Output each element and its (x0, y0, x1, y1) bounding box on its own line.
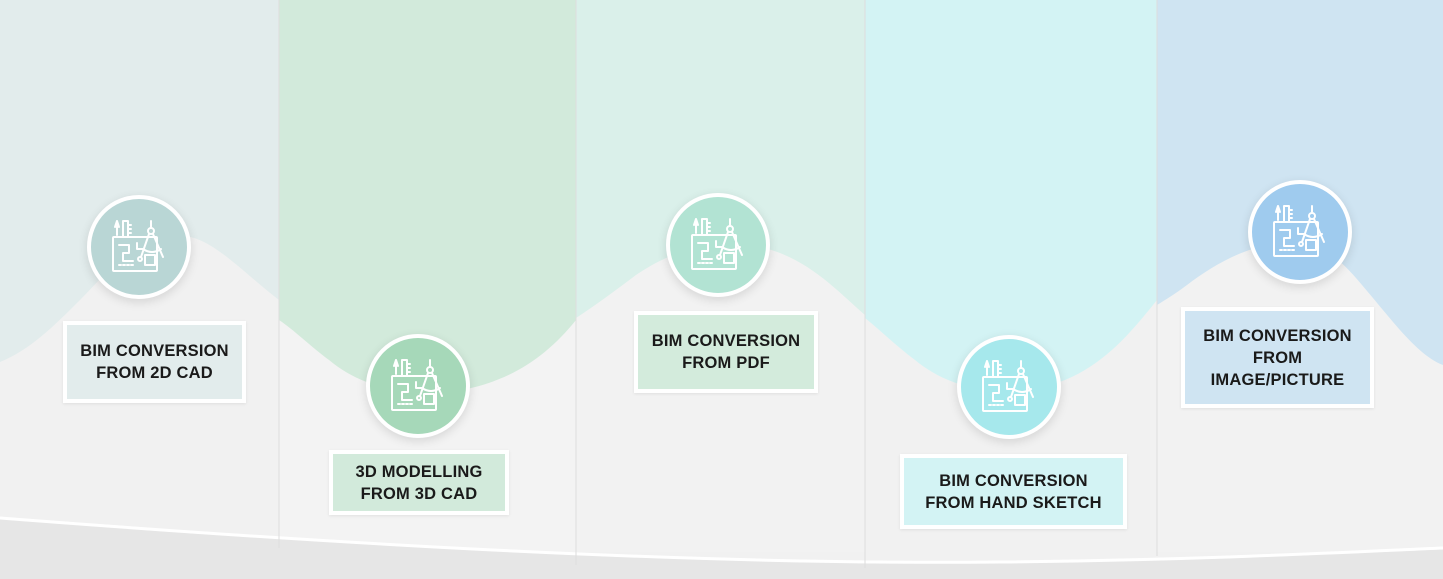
icon-circle-3 (666, 193, 770, 297)
label-text: 3D MODELLING FROM 3D CAD (355, 462, 483, 503)
drafting-tools-icon (691, 218, 743, 270)
label-text: BIM CONVERSION FROM IMAGE/PICTURE (1203, 326, 1352, 389)
drafting-tools-icon (391, 359, 443, 411)
label-text: BIM CONVERSION FROM 2D CAD (80, 342, 229, 382)
panel-background (0, 0, 279, 552)
panel-bim-from-pdf (576, 0, 865, 552)
label-bim-from-image: BIM CONVERSION FROM IMAGE/PICTURE (1181, 307, 1374, 408)
label-bim-from-hand-sketch: BIM CONVERSION FROM HAND SKETCH (900, 454, 1127, 529)
icon-circle-5 (1248, 180, 1352, 284)
label-text: BIM CONVERSION FROM HAND SKETCH (925, 471, 1102, 512)
icon-circle-2 (366, 334, 470, 438)
icon-circle-1 (87, 195, 191, 299)
label-3d-modelling-from-3d-cad: 3D MODELLING FROM 3D CAD (329, 450, 509, 515)
label-bim-from-2d-cad: BIM CONVERSION FROM 2D CAD (63, 321, 246, 403)
icon-circle-4 (957, 335, 1061, 439)
label-text: BIM CONVERSION FROM PDF (651, 332, 801, 372)
drafting-tools-icon (1273, 205, 1325, 257)
drafting-tools-icon (982, 360, 1034, 412)
panel-background (576, 0, 865, 552)
drafting-tools-icon (112, 220, 164, 272)
label-bim-from-pdf: BIM CONVERSION FROM PDF (634, 311, 818, 393)
panel-bim-from-2d-cad (0, 0, 279, 552)
